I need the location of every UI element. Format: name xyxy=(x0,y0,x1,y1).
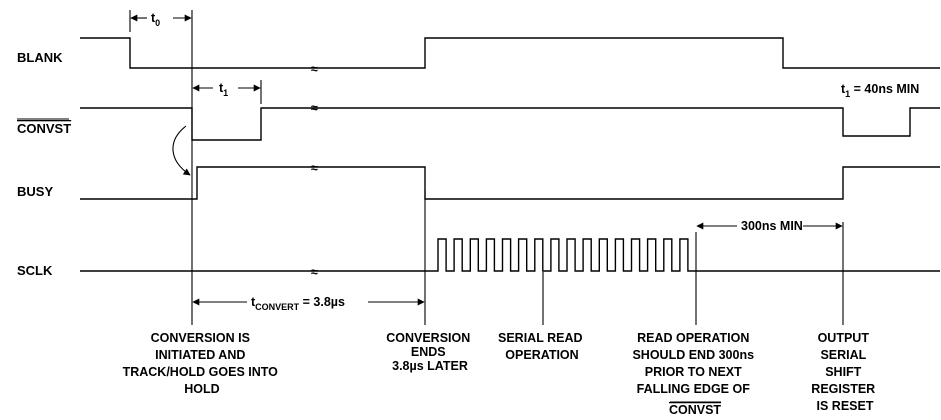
annotation-conversion-ends: CONVERSION ENDS 3.8µs LATER xyxy=(386,331,474,373)
signal-label-convst: CONVST xyxy=(17,121,71,136)
blank-waveform xyxy=(80,37,940,69)
t0-label: t0 xyxy=(151,11,160,28)
signal-label-sclk: SCLK xyxy=(17,263,53,278)
annotation-conversion-initiated: CONVERSION IS INITIATED AND TRACK/HOLD G… xyxy=(123,331,282,396)
annotation-serial-read: SERIAL READ OPERATION xyxy=(498,331,586,362)
signal-label-busy: BUSY xyxy=(17,184,53,199)
break-mark-blank: ≈ xyxy=(311,62,318,76)
sclk-waveform xyxy=(80,238,940,272)
convst-to-busy-arrow xyxy=(172,125,191,176)
annotation-read-operation: READ OPERATION SHOULD END 300ns PRIOR TO… xyxy=(632,331,757,417)
busy-waveform xyxy=(80,166,940,200)
annotation-output-serial: OUTPUT SERIAL SHIFT REGISTER IS RESET xyxy=(811,331,878,413)
break-mark-convst: ≈ xyxy=(311,101,318,115)
t1-min-note: t1 = 40ns MIN xyxy=(841,82,919,99)
break-mark-busy: ≈ xyxy=(311,161,318,175)
convst-waveform xyxy=(80,107,940,141)
min300-label: 300ns MIN xyxy=(741,219,803,233)
tconvert-label: tCONVERT = 3.8µs xyxy=(251,295,345,312)
break-mark-sclk: ≈ xyxy=(311,265,318,279)
signal-label-blank: BLANK xyxy=(17,50,63,65)
t1-label: t1 xyxy=(219,81,228,98)
